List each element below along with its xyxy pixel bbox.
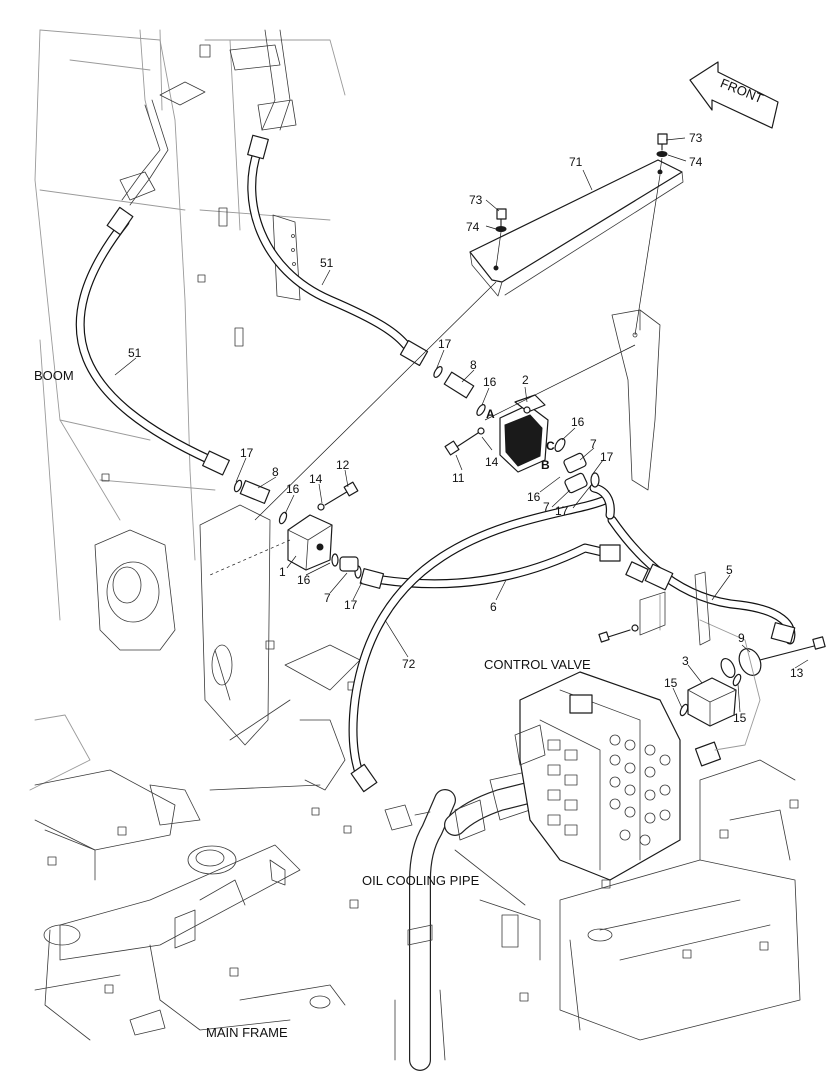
item-11-bolt [444, 427, 485, 456]
callout-13: 13 [790, 666, 804, 680]
callout-12: 12 [336, 458, 350, 472]
area-labels: BOOM CONTROL VALVE OIL COOLING PIPE MAIN… [34, 368, 591, 1040]
item-2-selector-valve[interactable] [499, 394, 549, 473]
oil-cooling-pipe-label: OIL COOLING PIPE [362, 873, 480, 888]
port-b-label: B [541, 458, 550, 472]
callout-16-c: 16 [571, 415, 585, 429]
callout-7-b: 7 [543, 500, 550, 514]
callout-leaders [114, 137, 809, 713]
item-73-74-bolts [495, 133, 668, 232]
control-valve[interactable] [514, 671, 681, 881]
item-8-adapters [239, 371, 475, 504]
oil-cooling-pipe[interactable] [394, 769, 551, 1071]
item-1-valve-block[interactable] [287, 514, 333, 571]
callout-11: 11 [452, 471, 465, 485]
right-side-pipe [639, 571, 761, 751]
upper-left-pipe-clamps [119, 29, 297, 206]
callout-74-left: 74 [466, 220, 480, 234]
callout-15-left: 15 [664, 676, 678, 690]
callout-7-upper: 7 [590, 437, 597, 451]
callout-15-right: 15 [733, 711, 747, 725]
front-direction-arrow: FRONT [689, 61, 779, 129]
callout-7-lower: 7 [324, 591, 331, 605]
callout-8-upper: 8 [470, 358, 477, 372]
callout-71: 71 [569, 155, 583, 169]
callout-16-left: 16 [286, 482, 300, 496]
port-c-label: C [546, 439, 555, 453]
item-13-bolt [759, 636, 826, 661]
callout-16-lower: 16 [297, 573, 311, 587]
item-3-block[interactable] [687, 677, 737, 727]
item-7-adapters [339, 452, 588, 572]
boom-label: BOOM [34, 368, 74, 383]
main-frame-structure [29, 644, 361, 1041]
callout-74-right: 74 [689, 155, 703, 169]
item-51-left-hose[interactable] [75, 217, 215, 465]
callout-numbers: 71 73 74 73 74 51 51 17 8 16 2 16 7 17 1… [128, 131, 804, 725]
callout-51-left: 51 [128, 346, 142, 360]
callout-51-upper: 51 [320, 256, 334, 270]
callout-8-left: 8 [272, 465, 279, 479]
item-5-hose[interactable] [607, 515, 796, 645]
item-72-fitting-and-pipe-connection [384, 804, 431, 831]
port-labels: A B C [486, 407, 555, 472]
callout-17-left: 17 [240, 446, 254, 460]
right-vertical-bracket [611, 309, 661, 491]
callout-14-left: 14 [309, 472, 323, 486]
control-valve-label: CONTROL VALVE [484, 657, 591, 672]
port-a-label: A [486, 407, 495, 421]
hose-fittings [106, 134, 796, 793]
callout-17-b: 17 [555, 504, 569, 518]
callout-1: 1 [279, 565, 286, 579]
callout-6: 6 [490, 600, 497, 614]
boom-foot-bracket [94, 504, 271, 746]
callout-5: 5 [726, 563, 733, 577]
assembly-lines [209, 157, 663, 576]
item-12-bolt [317, 481, 359, 511]
callout-17-upper: 17 [438, 337, 452, 351]
callout-3: 3 [682, 654, 689, 668]
callout-14-upper: 14 [485, 455, 499, 469]
right-frame-structure [454, 759, 801, 1041]
short-hose-to-valve[interactable] [589, 483, 615, 520]
item-6-hose[interactable] [365, 543, 620, 589]
callout-16-upper: 16 [483, 375, 497, 389]
callout-17-right: 17 [600, 450, 614, 464]
callout-16-b: 16 [527, 490, 541, 504]
small-bolt-near-right-bracket [598, 624, 639, 643]
boom-structure [34, 29, 346, 621]
callout-73-left: 73 [469, 193, 483, 207]
callout-17-lower: 17 [344, 598, 358, 612]
item-72-hose[interactable] [348, 495, 610, 790]
o-rings [233, 366, 742, 717]
item-51-upper-hose[interactable] [247, 145, 420, 360]
callout-2: 2 [522, 373, 529, 387]
callout-9: 9 [738, 631, 745, 645]
callout-73-right: 73 [689, 131, 703, 145]
callout-72: 72 [402, 657, 416, 671]
main-frame-label: MAIN FRAME [206, 1025, 288, 1040]
item-9-flange [720, 648, 762, 679]
